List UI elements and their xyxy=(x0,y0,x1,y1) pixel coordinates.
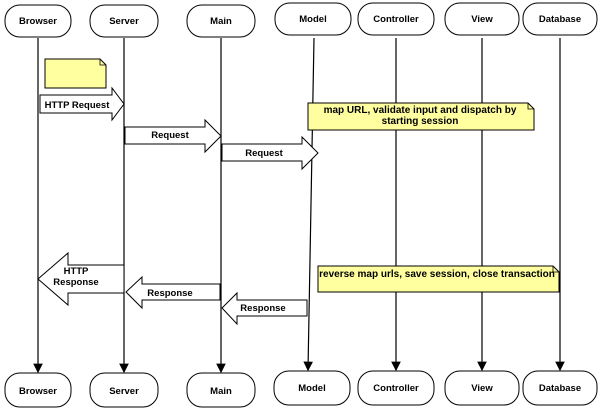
lifelines xyxy=(33,37,565,374)
participant-controller-top: Controller xyxy=(357,2,435,36)
participant-main-top: Main xyxy=(186,4,256,38)
participant-label: Controller xyxy=(373,14,419,25)
reverse-note: reverse map urls, save session, close tr… xyxy=(317,265,560,293)
http-response-label-line2: Response xyxy=(53,277,98,288)
participant-label: Server xyxy=(109,386,139,397)
http-response-arrow: HTTP Response xyxy=(37,251,125,307)
participants-bottom: Browser Server Main Model Controller Vie… xyxy=(4,370,598,408)
response-model-main-arrow: Response xyxy=(221,291,308,326)
participant-model-top: Model xyxy=(274,2,352,36)
response-label: Response xyxy=(240,303,285,314)
participant-label: Model xyxy=(298,383,325,394)
http-request-label: HTTP Request xyxy=(45,100,111,111)
participant-browser-bottom: Browser xyxy=(4,372,72,408)
participant-label: Browser xyxy=(19,16,57,27)
participant-label: Controller xyxy=(373,383,419,394)
dispatch-note-line2: starting session xyxy=(382,116,459,127)
participants-top: Browser Server Main Model Controller Vie… xyxy=(4,2,598,38)
request-main-model-arrow: Request xyxy=(221,135,319,171)
participant-server-bottom: Server xyxy=(89,372,159,408)
participant-view-bottom: View xyxy=(444,370,520,406)
lifeline-model xyxy=(303,37,315,372)
empty-note xyxy=(44,58,107,89)
participant-controller-bottom: Controller xyxy=(357,370,435,406)
participant-label: Server xyxy=(109,16,139,27)
participant-label: Model xyxy=(299,14,326,25)
participant-view-top: View xyxy=(444,2,520,36)
participant-model-bottom: Model xyxy=(273,370,351,406)
participant-database-bottom: Database xyxy=(522,370,598,406)
participant-label: Main xyxy=(210,16,232,27)
participant-label: View xyxy=(471,383,493,394)
http-request-arrow: HTTP Request xyxy=(39,86,125,122)
reverse-note-text: reverse map urls, save session, close tr… xyxy=(319,269,555,280)
participant-label: Database xyxy=(539,383,581,394)
dispatch-note: map URL, validate input and dispatch by … xyxy=(307,102,535,131)
participant-server-top: Server xyxy=(89,4,159,38)
participant-database-top: Database xyxy=(522,2,598,36)
request-label: Request xyxy=(245,148,283,159)
request-server-main-arrow: Request xyxy=(124,118,222,154)
participant-label: Main xyxy=(210,386,232,397)
participant-main-bottom: Main xyxy=(186,372,256,408)
participant-label: Database xyxy=(539,14,581,25)
request-label: Request xyxy=(151,130,189,141)
response-main-server-arrow: Response xyxy=(125,275,221,310)
participant-browser-top: Browser xyxy=(4,4,72,38)
participant-label: View xyxy=(471,14,493,25)
participant-label: Browser xyxy=(19,386,57,397)
response-label: Response xyxy=(147,288,192,299)
dispatch-note-line1: map URL, validate input and dispatch by xyxy=(324,105,517,116)
http-response-label-line1: HTTP xyxy=(64,266,89,277)
